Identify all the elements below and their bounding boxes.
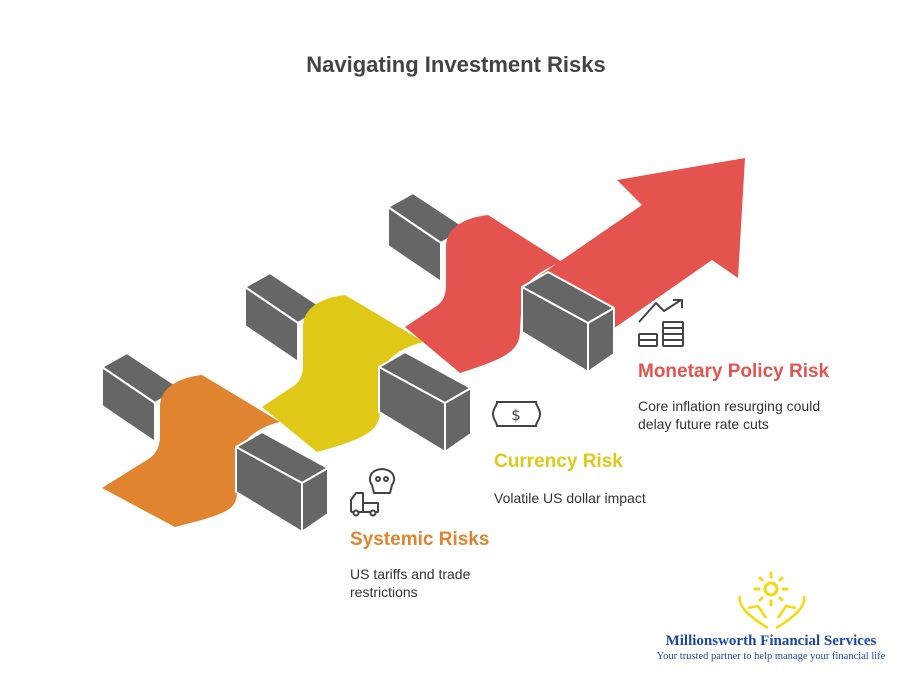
ribbon-currency	[262, 295, 424, 452]
skull-truck-icon	[350, 468, 396, 517]
risk-description-monetary: Core inflation resurging could delay fut…	[638, 397, 820, 433]
brand-name: Millionsworth Financial Services	[665, 633, 877, 649]
risk-label-currency: Currency Risk	[494, 451, 623, 472]
brand-block: Millionsworth Financial Services Your tr…	[640, 633, 902, 662]
brand-tagline: Your trusted partner to help manage your…	[656, 651, 886, 662]
chart-coins-icon	[638, 299, 684, 347]
risk-description-currency: Volatile US dollar impact	[494, 489, 646, 507]
ribbon-monetary	[405, 215, 562, 373]
description-line: US tariffs and trade	[350, 566, 471, 582]
page-title: Navigating Investment Risks	[306, 52, 606, 77]
risk-description-systemic: US tariffs and trade restrictions	[350, 565, 470, 601]
risk-label-systemic: Systemic Risks	[350, 529, 490, 550]
svg-text:$: $	[511, 406, 521, 424]
description-line: Core inflation resurging could	[638, 398, 821, 414]
dollar-bill-icon: $	[491, 401, 542, 427]
description-line: restrictions	[350, 584, 418, 600]
brand-logo	[738, 571, 806, 630]
risk-label-monetary: Monetary Policy Risk	[638, 361, 830, 382]
description-line: Volatile US dollar impact	[494, 490, 646, 506]
description-line: delay future rate cuts	[638, 416, 769, 432]
